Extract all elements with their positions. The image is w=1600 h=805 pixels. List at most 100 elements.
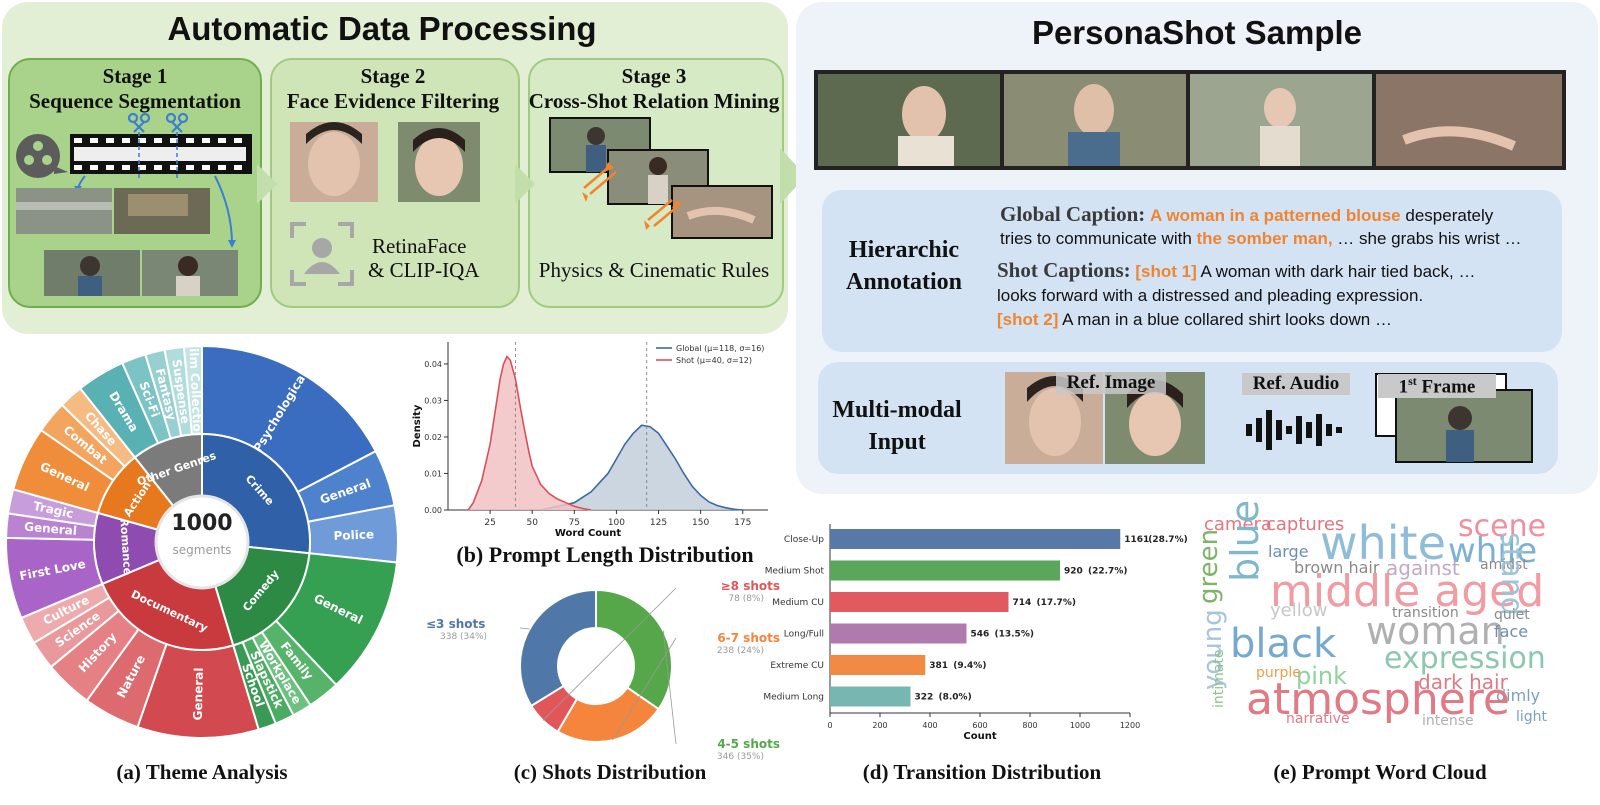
y-tick-label: 0.01 <box>424 469 442 478</box>
percent-label: (17.7%) <box>1037 598 1076 608</box>
annotation-box <box>822 190 1562 352</box>
theme-center-value: 1000 <box>171 511 232 536</box>
density-line <box>540 424 743 511</box>
stage-1-title: Stage 1 <box>102 64 168 88</box>
segment-thumb-1 <box>16 188 112 234</box>
theme-inner-label: Romance <box>117 518 134 575</box>
shots-sublabel: 346 (35%) <box>717 752 764 762</box>
shot-caption-1-line2: looks forward with a distressed and plea… <box>997 286 1424 305</box>
caption-c: (c) Shots Distribution <box>513 760 707 784</box>
transition-bar <box>830 655 926 675</box>
first-frame-label: 1st Frame <box>1378 374 1496 399</box>
stage-2-tool-2: & CLIP-IQA <box>368 258 480 282</box>
word-cloud-word: purple <box>1256 665 1301 681</box>
word-cloud-word: woman <box>1366 609 1505 653</box>
word-cloud-word: face <box>1494 622 1529 641</box>
global-caption-line2: tries to communicate with the somber man… <box>1000 227 1560 251</box>
shots-slice <box>519 588 597 708</box>
stage-1-graphic <box>16 112 252 296</box>
category-label: Medium Long <box>763 693 824 703</box>
x-tick-label: 1200 <box>1120 721 1140 730</box>
stage-1-subtitle: Sequence Segmentation <box>29 89 241 113</box>
shots-label: 4-5 shots <box>717 737 780 751</box>
x-tick-label: 400 <box>922 721 937 730</box>
stage-3-graphic <box>549 117 773 239</box>
x-axis-label: Count <box>963 731 996 742</box>
category-label: Extreme CU <box>770 661 824 671</box>
word-cloud-word: black <box>1230 621 1337 667</box>
y-tick-label: 0.04 <box>424 360 442 369</box>
legend-label: Global (μ=118, σ=16) <box>676 344 764 353</box>
x-tick-label: 0 <box>827 721 832 730</box>
word-cloud-word: expression <box>1384 641 1546 676</box>
input-label-1: Multi-modal <box>832 397 962 423</box>
global-caption: Global Caption: A woman in a patterned b… <box>1000 202 1560 228</box>
density-line <box>467 355 592 511</box>
global-caption-t1: desperately <box>1400 206 1494 225</box>
sample-shot-strip <box>814 70 1566 170</box>
shots-label: ≥8 shots <box>721 579 780 593</box>
shot-2-tag: [shot 2] <box>997 310 1059 329</box>
transition-bar <box>830 623 967 644</box>
transition-bar <box>830 529 1121 549</box>
y-tick-label: 0.03 <box>424 396 442 405</box>
word-cloud-word: amidst <box>1480 557 1528 573</box>
word-cloud-word: brown hair <box>1294 558 1380 577</box>
density-area <box>468 356 592 510</box>
transition-bar <box>830 686 911 707</box>
percent-label: (28.7%) <box>1148 535 1187 545</box>
value-label: 714 <box>1013 598 1032 608</box>
word-cloud-word: scene <box>1458 509 1547 544</box>
y-tick-label: 0.00 <box>424 506 442 515</box>
shots-leader <box>612 637 677 741</box>
percent-label: (13.5%) <box>995 630 1034 640</box>
word-cloud-word: white <box>1320 516 1446 570</box>
stage-2-subtitle: Face Evidence Filtering <box>286 89 500 113</box>
legend-label: Shot (μ=40, σ=12) <box>676 356 752 365</box>
shot-1-text: A woman with dark hair tied back, … <box>1196 262 1476 281</box>
x-tick-label: 75 <box>569 518 580 528</box>
category-label: Long/Full <box>784 630 824 640</box>
x-tick-label: 175 <box>734 518 751 528</box>
theme-center-label: segments <box>173 543 232 557</box>
shot-caption-head: Shot Captions: <box>997 258 1131 282</box>
word-cloud-word: large <box>1268 542 1309 561</box>
word-cloud-word: against <box>1386 556 1460 580</box>
shots-leader <box>542 587 677 721</box>
word-cloud-word: light <box>1516 709 1548 725</box>
word-cloud-word: captures <box>1266 514 1345 535</box>
global-caption-hl1: A woman in a patterned blouse <box>1150 206 1401 225</box>
caption-b: (b) Prompt Length Distribution <box>456 542 754 567</box>
shot-caption-2: [shot 2] A man in a blue collared shirt … <box>997 308 1557 332</box>
global-caption-head: Global Caption: <box>1000 202 1146 226</box>
shots-sublabel: 338 (34%) <box>440 632 487 642</box>
category-label: Medium CU <box>772 598 824 608</box>
x-tick-label: 25 <box>484 518 495 528</box>
first-frame-num: 1 <box>1398 376 1409 398</box>
value-label: 322 <box>915 693 934 703</box>
word-cloud-word: intimate <box>1211 649 1227 708</box>
percent-label: (8.0%) <box>939 693 972 703</box>
chevron-right-icon <box>515 164 535 204</box>
value-label: 1161 <box>1124 535 1149 545</box>
value-label: 546 <box>971 630 990 640</box>
word-cloud-word: stand <box>1494 532 1529 616</box>
category-label: Medium Shot <box>765 567 825 577</box>
value-label: 381 <box>929 661 948 671</box>
global-caption-t2: tries to communicate with <box>1000 229 1197 248</box>
caption-a: (a) Theme Analysis <box>116 760 288 784</box>
word-cloud-word: quiet <box>1494 607 1530 623</box>
processing-title: Automatic Data Processing <box>167 10 597 47</box>
film-reel-icon <box>16 134 68 178</box>
y-tick-label: 0.02 <box>424 433 442 442</box>
caption-e: (e) Prompt Word Cloud <box>1273 760 1487 784</box>
y-axis-label: Density <box>412 404 423 447</box>
word-cloud-word: camera <box>1204 514 1272 535</box>
word-cloud-word: yellow <box>1270 600 1328 621</box>
theme-outer-label: General <box>24 520 78 538</box>
x-tick-label: 200 <box>872 721 887 730</box>
shots-label: ≤3 shots <box>426 617 485 631</box>
word-cloud-word: while <box>1448 531 1538 571</box>
